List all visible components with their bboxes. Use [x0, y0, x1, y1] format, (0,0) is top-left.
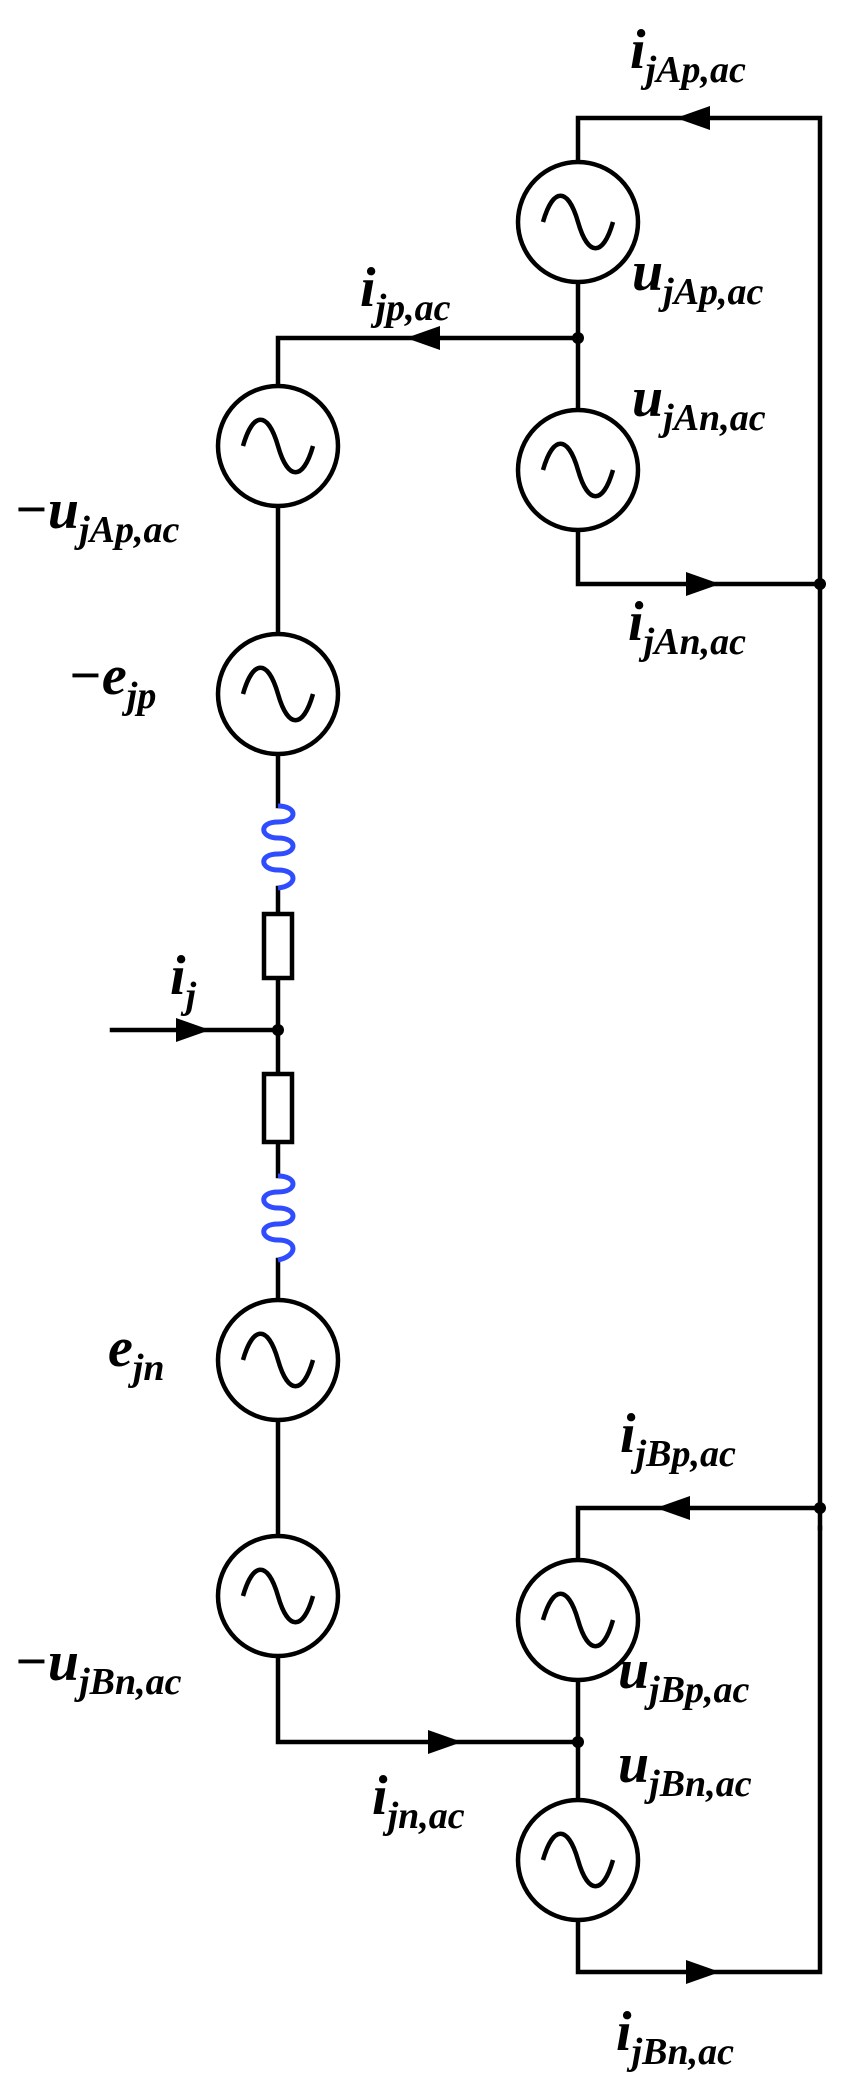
label-subscript: jBp,ac [644, 1669, 749, 1711]
wire-p-branch [275, 335, 581, 415]
label-subscript: jn [128, 1347, 165, 1389]
label-symbol: u [618, 1733, 649, 1795]
label-subscript: jAp,ac [658, 271, 763, 313]
label-subscript: jBn,ac [74, 1661, 182, 1703]
label-neg-u-jAp-ac: −ujAp,ac [14, 479, 179, 551]
label-symbol: −e [68, 645, 127, 707]
label-subscript: jAn,ac [639, 621, 747, 663]
label-symbol: i [616, 2001, 632, 2063]
label-subscript: jn,ac [383, 1795, 465, 1837]
resistor-icon [261, 911, 295, 981]
label-subscript: jAp,ac [74, 509, 179, 551]
resistor-icon [261, 1071, 295, 1145]
label-i-j: ij [170, 945, 197, 1017]
label-symbol: u [632, 241, 663, 303]
arrow-i-j [176, 1018, 210, 1042]
inductor-icon [261, 1173, 296, 1263]
label-subscript: jAp,ac [641, 49, 746, 91]
label-symbol: i [628, 591, 644, 653]
label-symbol: i [360, 257, 376, 319]
label-i-jp-ac: ijp,ac [360, 257, 451, 329]
label-i-jBn-ac: ijBn,ac [616, 2001, 734, 2073]
ac-source-neg-ejp [215, 631, 341, 757]
ac-source-uBp [515, 1557, 641, 1683]
junction-n [572, 1736, 584, 1748]
label-e-jn: ejn [108, 1317, 165, 1389]
sine-wave [240, 1331, 316, 1389]
label-symbol: i [630, 19, 646, 81]
label-u-jAn-ac: ujAn,ac [632, 367, 766, 439]
label-symbol: −u [14, 479, 79, 541]
label-u-jAp-ac: ujAp,ac [632, 241, 764, 313]
label-subscript: jBp,ac [631, 1433, 736, 1475]
ac-source-uAp [515, 159, 641, 285]
label-subscript: jp,ac [371, 287, 451, 329]
sine-wave [240, 1567, 316, 1625]
label-neg-e-jp: −ejp [68, 645, 156, 717]
wire-armB-top [575, 1505, 823, 1561]
label-i-jAn-ac: ijAn,ac [628, 591, 746, 663]
sine-wave [540, 1591, 616, 1649]
label-i-jBp-ac: ijBp,ac [620, 1403, 736, 1475]
label-symbol: u [618, 1639, 649, 1701]
junction-right-B [814, 1502, 826, 1514]
label-symbol: i [170, 945, 186, 1007]
arrow-i-jp-ac [406, 326, 440, 350]
inductor-icon [261, 803, 296, 891]
ac-source-neg-uBn [215, 1533, 341, 1659]
label-subscript: jp [122, 675, 157, 717]
label-neg-u-jBn-ac: −ujBn,ac [14, 1631, 182, 1703]
label-i-jAp-ac: ijAp,ac [630, 19, 746, 91]
ac-source-ejn [215, 1297, 341, 1423]
ac-source-uAn [515, 407, 641, 533]
ac-source-neg-uAp [215, 383, 341, 509]
sine-wave [540, 1831, 616, 1889]
junction-ij [272, 1024, 284, 1036]
arrow-i-jAn-ac [686, 572, 720, 596]
label-u-jBp-ac: ujBp,ac [618, 1639, 750, 1711]
sine-wave [240, 665, 316, 723]
label-symbol: −u [14, 1631, 79, 1693]
label-symbol: i [372, 1765, 388, 1827]
arrow-i-jBp-ac [656, 1496, 690, 1520]
wire-left-8 [275, 1655, 581, 1745]
arrow-i-jBn-ac [686, 1960, 720, 1984]
junctions [272, 332, 826, 1748]
label-subscript: jBn,ac [627, 2031, 735, 2073]
sine-wave [540, 441, 616, 499]
arrows [176, 106, 720, 1984]
ac-source-uBn [515, 1797, 641, 1923]
label-u-jBn-ac: ujBn,ac [618, 1733, 752, 1805]
sine-wave [240, 417, 316, 475]
sine-wave [540, 193, 616, 251]
label-subscript: jAn,ac [658, 397, 766, 439]
label-symbol: u [632, 367, 663, 429]
junction-p [572, 332, 584, 344]
label-symbol: e [108, 1317, 133, 1379]
arrow-i-jAp-ac [676, 106, 710, 130]
label-i-jn-ac: ijn,ac [372, 1765, 465, 1837]
label-symbol: i [620, 1403, 636, 1465]
wire-armA-bottom [575, 523, 823, 587]
label-subscript: jBn,ac [644, 1763, 752, 1805]
arrow-i-jn-ac [428, 1730, 462, 1754]
wire-top-Ap [575, 115, 823, 1531]
junction-right-A [814, 578, 826, 590]
